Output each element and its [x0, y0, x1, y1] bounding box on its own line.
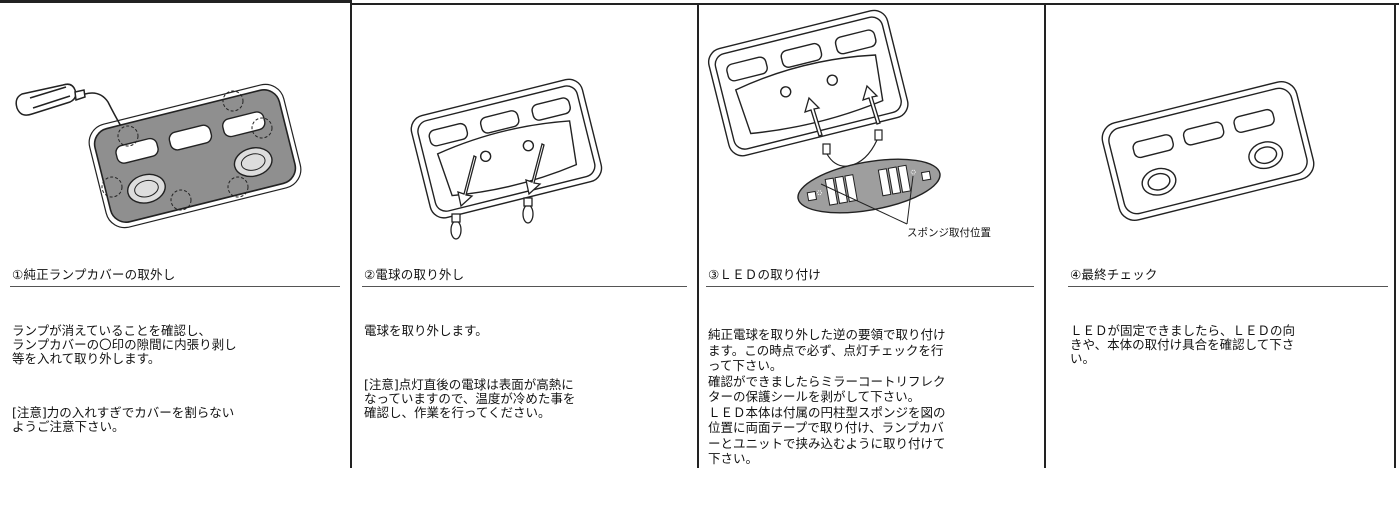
step-body: ＬＥＤが固定できましたら、ＬＥＤの向 きや、本体の取付け具合を確認して下さ い。: [1070, 296, 1295, 406]
column-divider: [697, 4, 699, 468]
step-body: ランプが消えていることを確認し、 ランプカバーの〇印の隙間に内張り剥し 等を入れ…: [12, 296, 237, 474]
led-installation-illustration: スポンジ取付位置: [699, 6, 1044, 251]
step-title: ④最終チェック: [1070, 267, 1158, 282]
step-panel-1: ①純正ランプカバーの取外し ランプが消えていることを確認し、 ランプカバーの〇印…: [0, 6, 350, 468]
divider: [706, 286, 1034, 287]
cover-removal-illustration: [0, 6, 350, 251]
divider: [362, 286, 687, 287]
column-divider: [1044, 4, 1046, 468]
divider: [10, 286, 340, 287]
divider: [1068, 286, 1388, 287]
bulb-removal-illustration: [352, 6, 697, 251]
instruction-text: 純正電球を取り外した逆の要領で取り付け ます。この時点で必ず、点灯チェックを行 …: [708, 327, 946, 466]
step-panel-2: ②電球の取り外し 電球を取り外します。 [注意]点灯直後の電球は表面が高熱に な…: [352, 6, 697, 468]
instruction-sheet: ①純正ランプカバーの取外し ランプが消えていることを確認し、 ランプカバーの〇印…: [0, 0, 1399, 468]
step-title: ②電球の取り外し: [364, 267, 465, 282]
sponge-label: スポンジ取付位置: [907, 226, 991, 239]
column-divider: [350, 4, 352, 468]
step-body: 純正電球を取り外した逆の要領で取り付け ます。この時点で必ず、点灯チェックを行 …: [708, 296, 946, 510]
instruction-text: ＬＥＤが固定できましたら、ＬＥＤの向 きや、本体の取付け具合を確認して下さ い。: [1070, 323, 1296, 366]
top-border: [0, 0, 1399, 6]
caution-text: [注意]点灯直後の電球は表面が高熱に なっていますので、温度が冷めた事を 確認し…: [364, 377, 576, 420]
step-title: ①純正ランプカバーの取外し: [12, 267, 176, 282]
step-panel-4: ④最終チェック ＬＥＤが固定できましたら、ＬＥＤの向 きや、本体の取付け具合を確…: [1046, 6, 1394, 468]
step-title: ③ＬＥＤの取り付け: [708, 267, 822, 282]
caution-text: [注意]力の入れすぎでカバーを割らない ようご注意下さい。: [12, 405, 235, 434]
instruction-text: 電球を取り外します。: [364, 323, 488, 338]
instruction-text: ランプが消えていることを確認し、 ランプカバーの〇印の隙間に内張り剥し 等を入れ…: [12, 323, 237, 366]
final-check-illustration: [1046, 6, 1394, 251]
step-body: 電球を取り外します。 [注意]点灯直後の電球は表面が高熱に なっていますので、温…: [364, 296, 575, 460]
column-divider: [1394, 4, 1396, 468]
step-panel-3: スポンジ取付位置 ③ＬＥＤの取り付け 純正電球を取り外した逆の要領で取り付け ま…: [699, 6, 1044, 468]
